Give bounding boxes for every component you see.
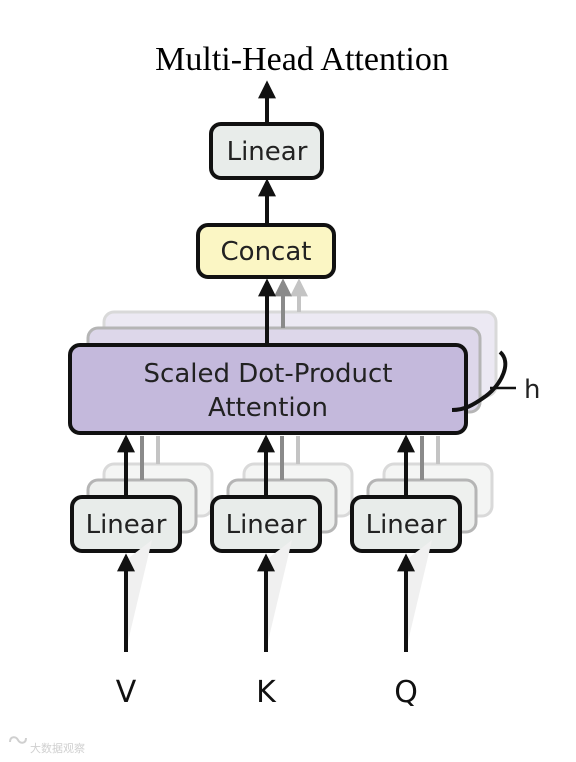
watermark-logo-icon [9, 736, 27, 744]
linear-k-label: Linear [226, 510, 307, 540]
linear-block-q: Linear [350, 495, 462, 553]
linear-to-attention-arrows [117, 434, 440, 496]
output-linear-label: Linear [227, 137, 308, 167]
attention-label-line2: Attention [208, 393, 328, 423]
linear-block-k: Linear [210, 495, 322, 553]
heads-bracket: h [451, 350, 540, 412]
linear-q-label: Linear [366, 510, 447, 540]
linear-block-v: Linear [70, 495, 182, 553]
diagram-title: Multi-Head Attention [155, 41, 449, 78]
concat-label: Concat [221, 237, 312, 267]
input-label-v: V [116, 675, 137, 710]
input-label-k: K [256, 675, 277, 710]
watermark: 大数据观察 [9, 736, 85, 755]
output-linear-block: Linear [209, 122, 324, 180]
scaled-dot-product-attention-block: Scaled Dot-Product Attention [68, 343, 468, 435]
watermark-text: 大数据观察 [30, 741, 85, 755]
heads-label: h [524, 375, 540, 405]
input-label-q: Q [394, 675, 418, 710]
linear-v-label: Linear [86, 510, 167, 540]
attention-label-line1: Scaled Dot-Product [144, 359, 393, 389]
input-branch-shadows [126, 540, 432, 650]
concat-block: Concat [196, 223, 336, 279]
